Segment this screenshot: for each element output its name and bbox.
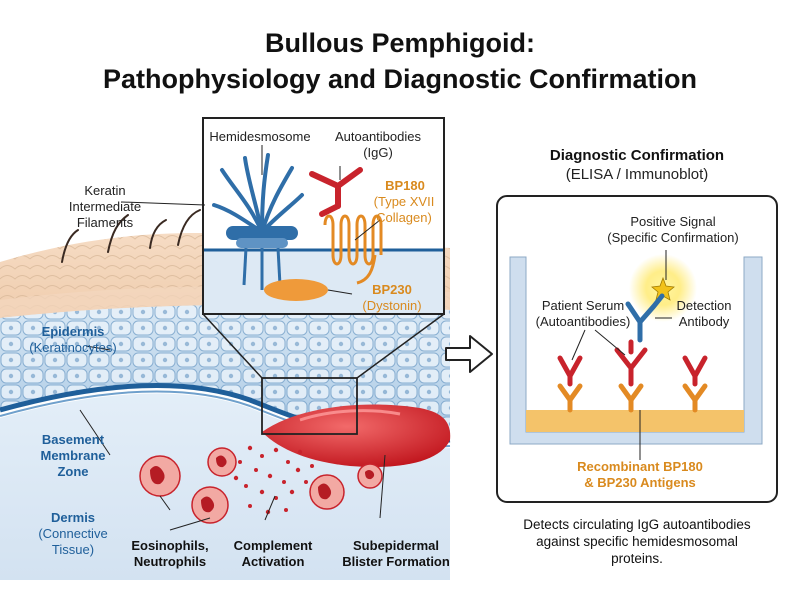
dermis-label: Dermis bbox=[50, 510, 96, 525]
title-line-2: Pathophysiology and Diagnostic Confirmat… bbox=[102, 64, 698, 94]
hairs bbox=[61, 209, 201, 263]
detection-antibody bbox=[625, 293, 665, 343]
zoom-region bbox=[261, 377, 358, 435]
leader-lines bbox=[79, 145, 386, 531]
bp230-label: BP230 bbox=[372, 282, 412, 297]
arrow-to-diagnostic bbox=[445, 335, 493, 373]
diagnostic-title: Diagnostic Confirmation bbox=[549, 147, 725, 164]
complement-dots bbox=[233, 445, 314, 515]
antigens-label: Recombinant BP180& BP230 Antigens bbox=[577, 459, 703, 490]
eosinophils-label: Eosinophils,Neutrophils bbox=[131, 538, 209, 569]
immune-cells bbox=[139, 447, 383, 524]
title-line-1: Bullous Pemphigoid: bbox=[265, 28, 535, 58]
diagnostic-subtitle: (ELISA / Immunoblot) bbox=[565, 166, 709, 183]
antigens bbox=[557, 383, 708, 413]
bp180-protein bbox=[323, 214, 383, 285]
autoantibody-igg bbox=[309, 167, 363, 217]
epidermis-layer bbox=[0, 304, 450, 441]
epidermis-label: Epidermis bbox=[41, 324, 105, 339]
bp230-protein bbox=[264, 279, 328, 301]
epidermis-sub-label: (Keratinocytes) bbox=[29, 340, 117, 355]
elisa-well bbox=[509, 256, 763, 445]
positive-signal-label: Positive Signal(Specific Confirmation) bbox=[607, 214, 739, 245]
blister bbox=[262, 404, 451, 467]
diagnostic-leaders bbox=[571, 250, 672, 460]
bp230-sub-label: (Dystonin) bbox=[362, 298, 422, 313]
serum-antibodies bbox=[557, 339, 708, 387]
bp180-label: BP180 bbox=[385, 178, 425, 193]
hemidesmosome-plaque bbox=[226, 226, 298, 290]
patient-serum-label: Patient Serum(Autoantibodies) bbox=[535, 298, 631, 329]
autoantibodies-label: Autoantibodies(IgG) bbox=[334, 129, 421, 160]
hemidesmosome-label: Hemidesmosome bbox=[209, 129, 311, 144]
